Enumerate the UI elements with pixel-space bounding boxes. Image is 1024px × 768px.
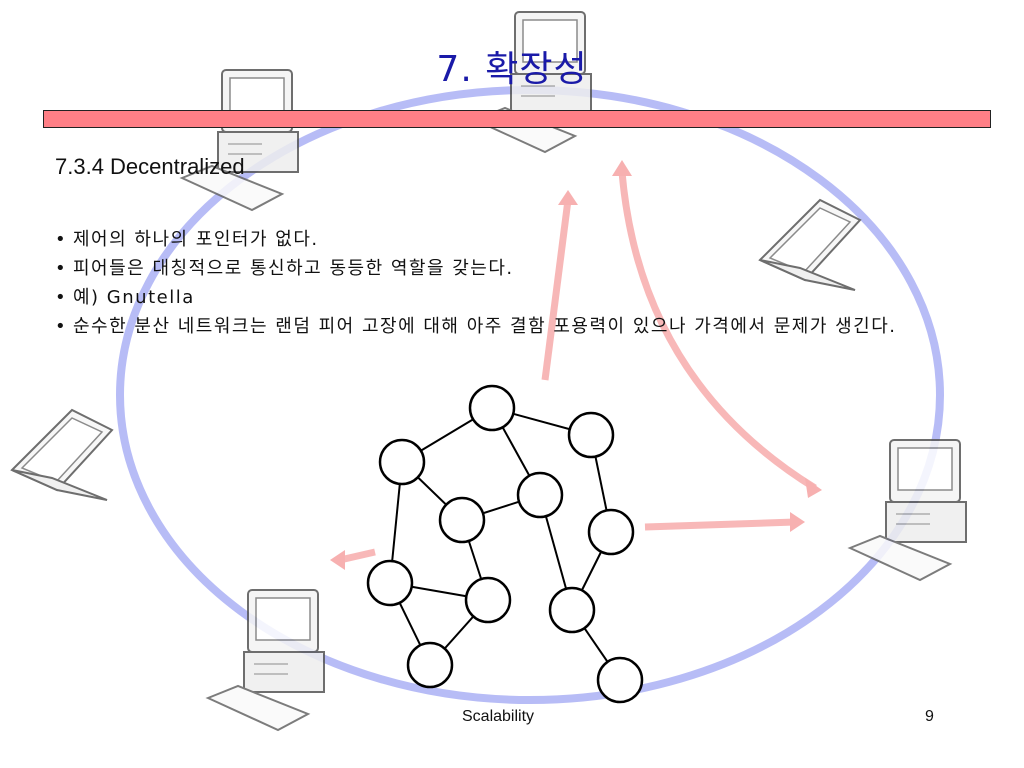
footer-label: Scalability: [462, 708, 535, 725]
section-heading: 7.3.4 Decentralized: [55, 154, 245, 179]
bullet-item: 피어들은 대칭적으로 통신하고 동등한 역할을 갖는다.: [55, 255, 965, 282]
desktop-computer-icon: [207, 589, 325, 731]
slide-title: 7. 확장성: [436, 49, 588, 90]
desktop-computer-icon: [849, 439, 967, 581]
arrowheads: [330, 160, 822, 570]
bullet-item: 제어의 하나의 포인터가 없다.: [55, 226, 965, 253]
network-nodes: [366, 384, 644, 704]
title-underline-bar: [43, 110, 991, 128]
bullet-list: 제어의 하나의 포인터가 없다. 피어들은 대칭적으로 통신하고 동등한 역할을…: [55, 226, 965, 342]
laptop-icon: [11, 409, 113, 501]
page-number: 9: [925, 708, 934, 725]
bullet-item: 순수한 분산 네트워크는 랜덤 피어 고장에 대해 아주 결함 포용력이 있으나…: [55, 313, 965, 340]
bullet-item: 예) Gnutella: [55, 284, 965, 311]
